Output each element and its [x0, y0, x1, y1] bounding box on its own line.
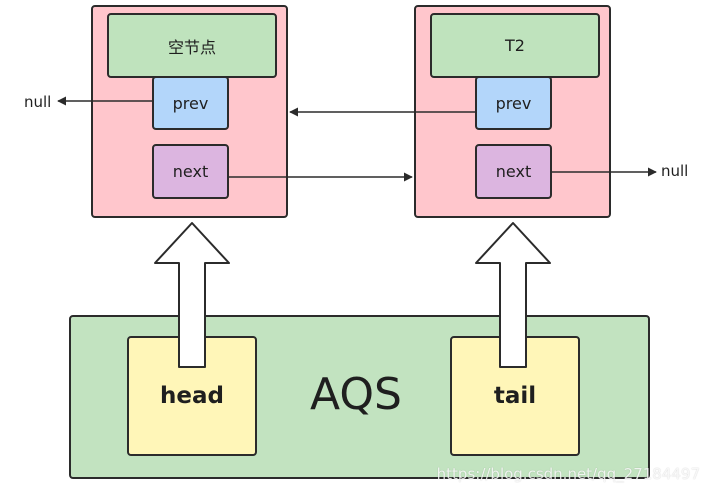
node-empty-title-text: 空节点 — [167, 37, 216, 57]
tail-up-arrow — [475, 222, 551, 368]
aqs-label: AQS — [310, 369, 402, 420]
node-t2-prev: prev — [475, 76, 552, 130]
watermark-text: https://blog.csdn.net/qq_27184497 — [436, 465, 700, 483]
null-left-label: null — [24, 93, 52, 111]
node-empty-prev: prev — [152, 76, 229, 130]
null-right-label: null — [661, 162, 689, 180]
head-up-arrow — [154, 222, 230, 368]
node-t2-title: T2 — [430, 13, 600, 78]
node-t2-title-text: T2 — [505, 36, 525, 55]
node-empty-next: next — [152, 144, 229, 199]
node-empty-prev-text: prev — [172, 93, 209, 113]
node-t2-prev-text: prev — [495, 93, 532, 113]
node-t2-next: next — [475, 144, 552, 199]
node-empty-next-text: next — [172, 162, 209, 181]
node-t2-next-text: next — [495, 162, 532, 181]
head-label: head — [160, 383, 224, 409]
tail-label: tail — [493, 383, 537, 409]
